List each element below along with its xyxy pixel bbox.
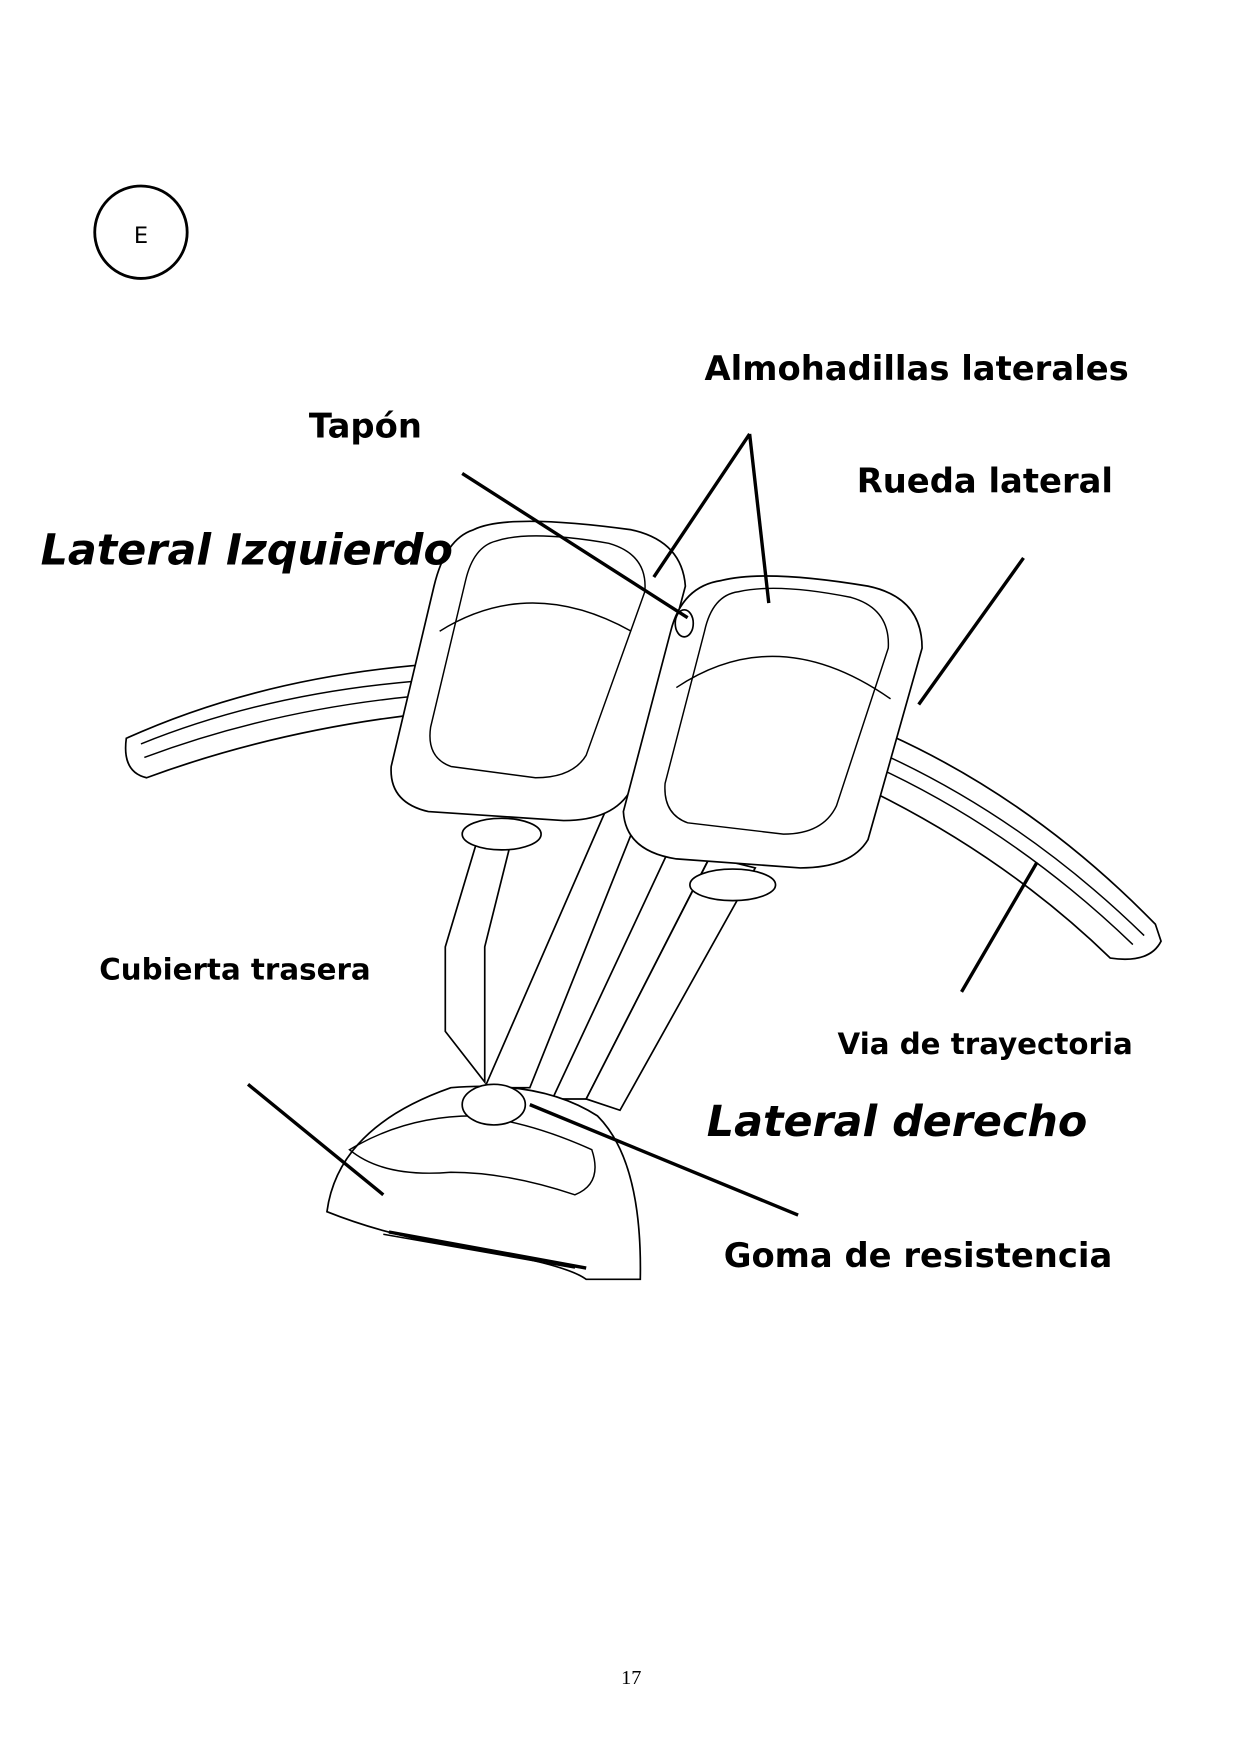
leader-lines	[246, 433, 1039, 1270]
right-pedal	[622, 575, 923, 902]
left-pedal	[390, 520, 687, 851]
label-tapon: Tapón	[309, 406, 422, 445]
label-rueda-lateral: Rueda lateral	[857, 462, 1113, 501]
section-badge: E	[93, 184, 189, 280]
label-via-de-trayectoria: Via de trayectoria	[838, 1027, 1133, 1061]
plug	[674, 608, 695, 638]
page-number: 17	[621, 1667, 641, 1689]
label-lateral-derecho: Lateral derecho	[707, 1097, 1088, 1147]
label-lateral-izquierdo: Lateral Izquierdo	[41, 526, 453, 576]
svg-text:E: E	[134, 223, 148, 249]
label-almohadillas-laterales: Almohadillas laterales	[705, 349, 1129, 388]
stepper-illustration	[124, 520, 1162, 1281]
label-cubierta-trasera: Cubierta trasera	[99, 953, 370, 987]
label-goma-de-resistencia: Goma de resistencia	[724, 1236, 1113, 1275]
base	[326, 1083, 642, 1281]
